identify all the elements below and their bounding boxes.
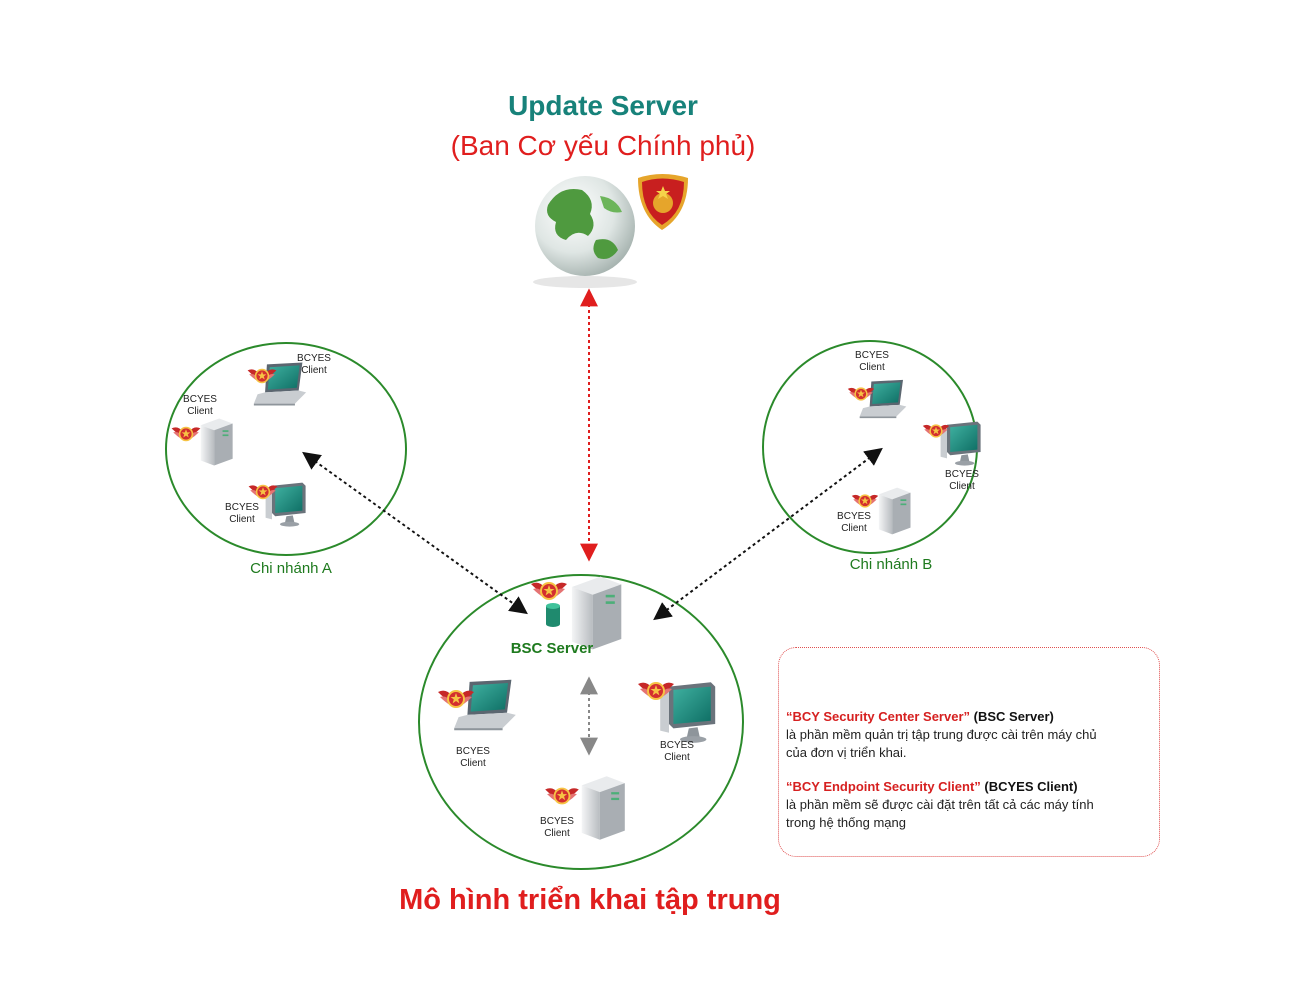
branch-a-client-label: BCYES Client [284,353,344,377]
update-server-subtitle: (Ban Cơ yếu Chính phủ) [450,130,756,161]
legend-body: “BCY Security Center Server” (BSC Server… [786,708,1158,848]
bcy-emblem-icon [638,174,688,230]
branch-b-label: Chi nhánh B [849,556,933,573]
legend-box: “BCY Security Center Server” (BSC Server… [778,647,1160,857]
database-icon [546,603,560,627]
bcy-emblem-icon [851,494,879,508]
branch-b-monitor [922,421,981,466]
branch-a-client-label: BCYES Client [212,502,272,526]
bcy-emblem-icon [544,787,580,805]
central-monitor [637,681,716,743]
diagram-caption: Mô hình triển khai tập trung [399,884,781,916]
client-line2: Client [460,758,486,769]
central-client-label: BCYES Client [647,740,707,764]
branch-b-client-label: BCYES Client [824,511,884,535]
central-circle [418,574,744,870]
bcy-emblem-icon [529,581,569,601]
client-line1: BCYES [540,816,574,827]
branch-a-arrow [302,451,528,615]
branch-b-client-label: BCYES Client [932,469,992,493]
globe-icon [533,176,637,288]
branch-a-tower [170,418,233,466]
central-client-label: BCYES Client [527,816,587,840]
bcy-emblem-icon [170,426,202,442]
client-line1: BCYES [945,469,979,480]
legend-client-abbr: (BCYES Client) [984,779,1078,794]
update-server-title: Update Server [508,90,698,121]
client-line1: BCYES [297,353,331,364]
legend-server-name: “BCY Security Center Server” [786,709,971,724]
bsc-server [529,576,622,650]
legend-client-desc-1: là phần mềm sẽ được cài đặt trên tất cả … [786,797,1094,812]
client-line2: Client [841,523,867,534]
branch-a-client-label: BCYES Client [170,394,230,418]
legend-client-desc-2: trong hệ thống mạng [786,815,906,830]
client-line2: Client [859,362,885,373]
client-line1: BCYES [855,350,889,361]
client-line2: Client [949,481,975,492]
central-client-label: BCYES Client [443,746,503,770]
branch-b-arrow [653,447,883,621]
client-line1: BCYES [660,740,694,751]
branch-a-circle [165,342,407,556]
legend-client-name: “BCY Endpoint Security Client” [786,779,981,794]
client-line1: BCYES [225,502,259,513]
legend-server-desc-2: của đơn vị triển khai. [786,745,907,760]
client-line1: BCYES [183,394,217,405]
client-line1: BCYES [456,746,490,757]
central-laptop [437,679,516,731]
client-line2: Client [229,514,255,525]
client-line2: Client [187,406,213,417]
client-line2: Client [664,752,690,763]
branch-b-laptop [847,379,907,419]
legend-server-abbr: (BSC Server) [973,709,1054,724]
client-line1: BCYES [837,511,871,522]
legend-server-desc-1: là phần mềm quản trị tập trung được cài … [786,727,1097,742]
branch-a-label: Chi nhánh A [250,560,332,577]
client-line2: Client [544,828,570,839]
bsc-server-label: BSC Server [510,640,594,657]
client-line2: Client [301,365,327,376]
branch-b-client-label: BCYES Client [842,350,902,374]
